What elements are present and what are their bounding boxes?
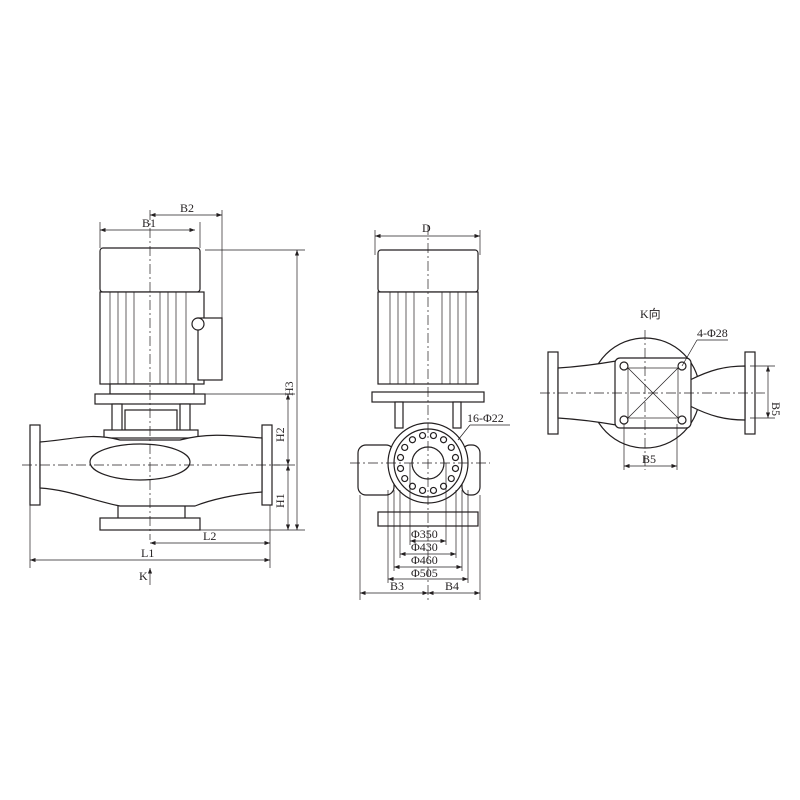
dim-h1: H1 xyxy=(273,493,287,508)
dim-k: K xyxy=(139,569,148,583)
lifting-eye-icon xyxy=(191,317,205,331)
dim-l2: L2 xyxy=(203,529,216,543)
dim-b4: B4 xyxy=(445,579,459,593)
dim-phi460: Φ460 xyxy=(411,553,438,567)
dim-phi505: Φ505 xyxy=(411,566,438,580)
bolt-hole-callout: 16-Φ22 xyxy=(467,411,504,425)
bolt-hole xyxy=(447,443,455,452)
bolt-hole xyxy=(447,474,455,483)
motor xyxy=(99,247,223,395)
dim-phi350: Φ350 xyxy=(411,527,438,541)
k-view: K向 4-Φ28 B5 B5 xyxy=(540,306,783,470)
bolt-hole xyxy=(396,464,405,473)
bolt-hole xyxy=(408,482,417,490)
dim-h2: H2 xyxy=(273,427,287,442)
front-view: B2 B1 H3 H2 H1 L2 L1 K xyxy=(22,201,305,585)
dim-b5-vertical: B5 xyxy=(769,402,783,416)
bolt-hole xyxy=(429,486,438,495)
hole-callout: 4-Φ28 xyxy=(697,326,728,340)
side-view: D 16-Φ22 Φ350 Φ430 Φ460 Φ505 B3 B4 xyxy=(350,221,510,600)
bolt-hole xyxy=(429,431,438,440)
bolt-hole xyxy=(408,436,417,444)
dim-h3: H3 xyxy=(282,381,296,396)
dim-b1: B1 xyxy=(142,216,156,230)
pump-body xyxy=(29,424,273,531)
dim-b2: B2 xyxy=(180,201,194,215)
dim-l1: L1 xyxy=(141,546,154,560)
bolt-hole xyxy=(401,474,409,483)
bolt-hole xyxy=(451,453,460,462)
bolt-hole xyxy=(418,431,427,440)
bolt-hole xyxy=(401,443,409,452)
dim-phi430: Φ430 xyxy=(411,540,438,554)
bolt-hole xyxy=(439,482,448,490)
k-view-title: K向 xyxy=(640,306,661,321)
bolt-hole xyxy=(418,486,427,495)
dim-d: D xyxy=(422,221,431,235)
dim-b5-horizontal: B5 xyxy=(642,452,656,466)
bolt-holes xyxy=(396,431,460,495)
lantern xyxy=(103,403,199,439)
bolt-hole xyxy=(451,464,460,473)
dim-b3: B3 xyxy=(390,579,404,593)
bolt-hole xyxy=(439,436,448,444)
bolt-hole xyxy=(396,453,405,462)
